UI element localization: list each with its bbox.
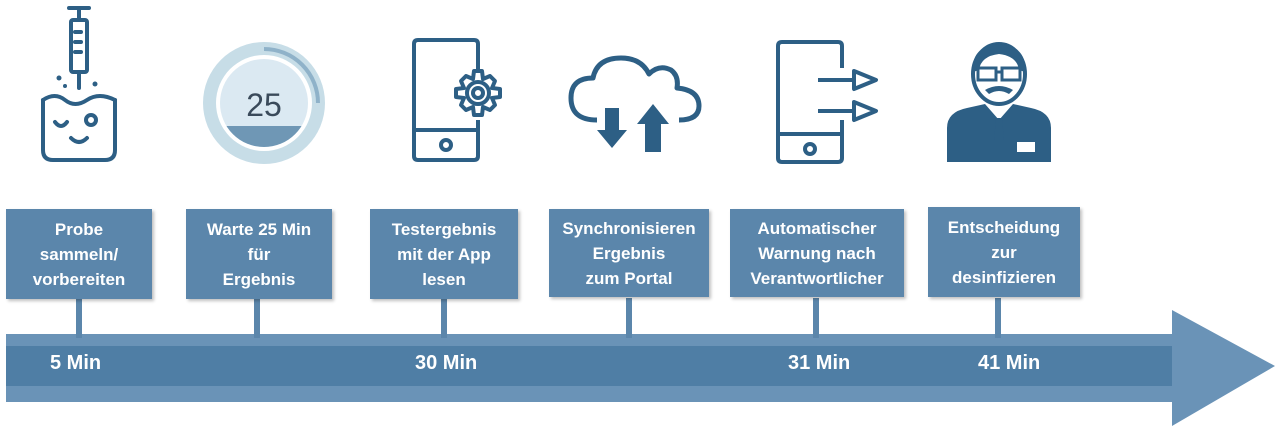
connector-1: [76, 298, 82, 338]
time-label-3: 31 Min: [788, 352, 851, 374]
connector-6: [995, 298, 1001, 338]
step-1-line-1: Probe: [54, 219, 104, 239]
time-label-2: 30 Min: [415, 352, 478, 374]
step-4-line-3: zum Portal: [585, 268, 673, 288]
step-4-line-1: Synchronisieren: [562, 218, 696, 238]
step-2-line-2: für: [247, 244, 271, 264]
timer-value: 25: [246, 87, 282, 123]
step-1-line-2: sammeln/: [39, 244, 119, 264]
step-2-line-3: Ergebnis: [222, 269, 296, 289]
cloud-sync-icon: [568, 55, 702, 152]
time-label-1: 5 Min: [50, 352, 102, 374]
step-6-line-1: Entscheidung: [947, 217, 1061, 237]
step-5-line-2: Warnung nach: [758, 243, 876, 263]
step-box-2: Warte 25 Min für Ergebnis: [186, 209, 332, 299]
step-box-3: Testergebnis mit der App lesen: [370, 209, 518, 299]
syringe-beaker-icon: [41, 6, 117, 162]
connector-3: [441, 298, 447, 338]
step-1-line-3: vorbereiten: [32, 269, 126, 289]
step-box-6: Entscheidung zur desinfizieren: [928, 207, 1080, 297]
step-box-5: Automatischer Warnung nach Verantwortlic…: [730, 209, 904, 297]
connector-4: [626, 298, 632, 338]
step-box-1: Probe sammeln/ vorbereiten: [6, 209, 152, 299]
step-6-line-3: desinfizieren: [952, 267, 1056, 287]
timer-dial-icon: 25: [203, 42, 325, 164]
step-3-line-1: Testergebnis: [391, 219, 497, 239]
step-box-4: Synchronisieren Ergebnis zum Portal: [549, 209, 709, 297]
step-3-line-3: lesen: [422, 269, 466, 289]
person-icon: [947, 42, 1051, 162]
phone-gear-icon: [412, 38, 502, 162]
step-3-line-2: mit der App: [397, 244, 491, 264]
step-5-line-1: Automatischer: [757, 218, 877, 238]
connector-2: [254, 298, 260, 338]
phone-send-icon: [776, 40, 878, 164]
step-5-line-3: Verantwortlicher: [750, 268, 884, 288]
step-2-line-1: Warte 25 Min: [206, 219, 312, 239]
connector-5: [813, 298, 819, 338]
time-label-4: 41 Min: [978, 352, 1041, 374]
step-6-line-2: zur: [991, 242, 1017, 262]
step-4-line-2: Ergebnis: [592, 243, 666, 263]
